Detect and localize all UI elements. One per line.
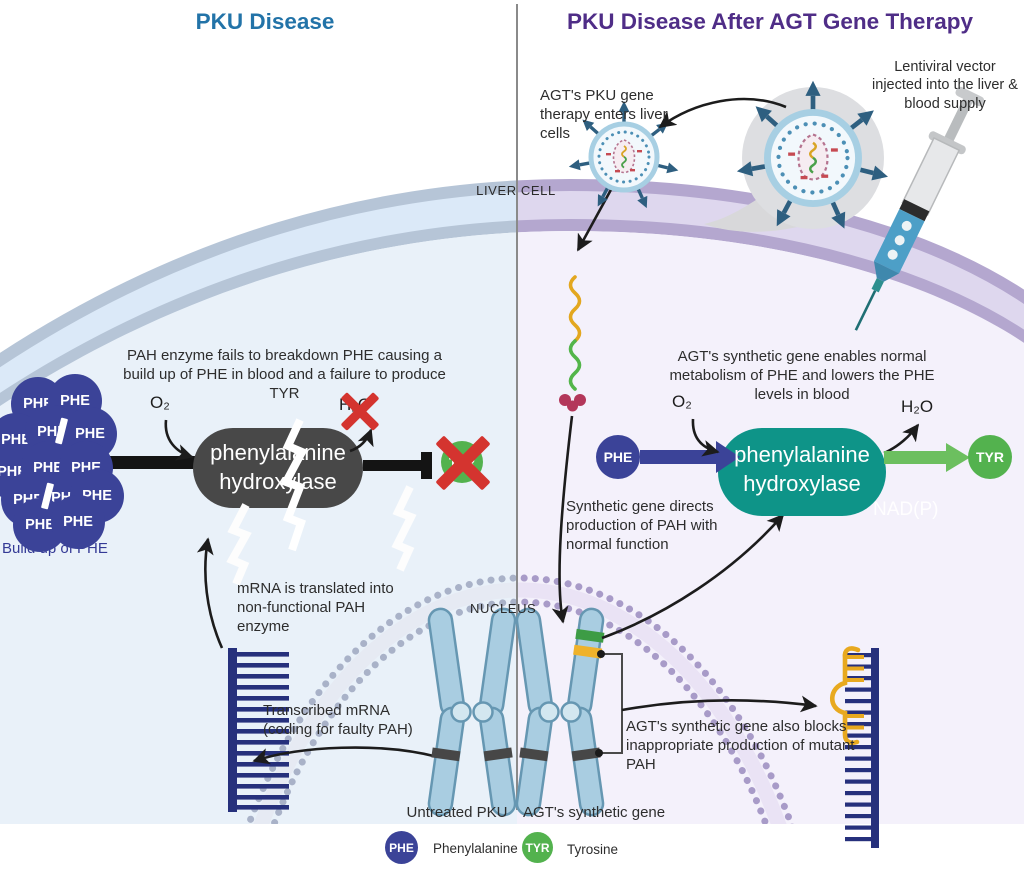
title-left: PKU Disease (195, 9, 335, 34)
enzyme-right-line2: hydroxylase (743, 471, 861, 496)
untreated-label: Untreated PKU (406, 804, 508, 821)
o2-left-label: O₂ (150, 393, 170, 412)
mrna-translated-note: mRNA is translated into non-functional P… (237, 580, 394, 636)
yellow-gene-band (573, 644, 603, 659)
arrow-virus-to-gene (576, 185, 615, 252)
nucleus-label: NUCLEUS (470, 601, 537, 616)
arrow-o2-right (691, 418, 720, 457)
agt-entry-note: AGT's PKU gene therapy enters liver cell… (540, 87, 668, 143)
crack-icon (391, 485, 417, 572)
synthetic-gene-rna-icon (829, 646, 879, 848)
arrow-gene-to-enzyme (601, 513, 785, 640)
nucleus-membrane (245, 574, 795, 824)
gene-squiggle-icon (568, 275, 582, 391)
enzyme-right-line1: phenylalanine (734, 442, 870, 467)
tyr-output-molecule: TYR (968, 435, 1012, 479)
left-pathway (103, 418, 439, 812)
transcribed-note: Transcribed mRNA (coding for faulty PAH) (263, 702, 413, 739)
phe-molecule: PHE (51, 495, 105, 549)
legend-phe-label: Phenylalanine (433, 841, 518, 856)
pah-fails-note: PAH enzyme fails to breakdown PHE causin… (123, 347, 446, 403)
agt-gene-label: AGT's synthetic gene (523, 804, 666, 821)
agt-blocks-note: AGT's synthetic gene also blocks inappro… (626, 718, 855, 774)
green-gene-band (575, 628, 605, 643)
legend-tyr-icon: TYR (522, 832, 553, 863)
arrow-transcription (252, 746, 439, 765)
agt-enables-note: AGT's synthetic gene enables normal meta… (669, 348, 935, 404)
functional-enzyme-pill (718, 428, 886, 516)
crack-icon (280, 418, 308, 552)
arrow-gene-to-chromosome (551, 415, 574, 624)
synthetic-directs-note: Synthetic gene directs production of PAH… (566, 498, 718, 554)
gene-cap-icon (559, 394, 586, 412)
chromosome-untreated-icon (427, 607, 517, 817)
arrow-vector-to-cell (658, 97, 787, 129)
legend-tyr-label: Tyrosine (567, 842, 619, 857)
arrow-h2o-left (349, 428, 374, 453)
lentiviral-note: Lentiviral vector injected into the live… (872, 59, 1018, 112)
title-right: PKU Disease After AGT Gene Therapy (567, 9, 973, 34)
red-x-icon (430, 430, 496, 496)
phe-input-molecule: PHE (596, 435, 640, 479)
syringe-icon (854, 86, 985, 331)
arrow-bracket-to-rna (621, 695, 818, 713)
legend-phe-icon: PHE (385, 831, 418, 864)
broken-enzyme-pill (193, 428, 363, 508)
gene-bracket (601, 653, 623, 754)
right-pathway (551, 81, 985, 848)
arrow-mrna-to-enzyme (196, 537, 224, 649)
chromosome-treated-icon (515, 607, 605, 817)
nadp-label: NAD(P) (873, 499, 939, 520)
o2-right-label: O₂ (672, 392, 692, 411)
red-x-icon (337, 388, 383, 434)
h2o-right-label: H₂O (901, 397, 934, 416)
enzyme-left-line1: phenylalanine (210, 440, 346, 465)
liver-cell-label: LIVER CELL (476, 183, 556, 198)
enzyme-left-line2: hydroxylase (219, 469, 337, 494)
blocked-t-bar (421, 452, 432, 479)
arrow-o2-left (164, 419, 194, 461)
crack-icon (226, 503, 252, 586)
